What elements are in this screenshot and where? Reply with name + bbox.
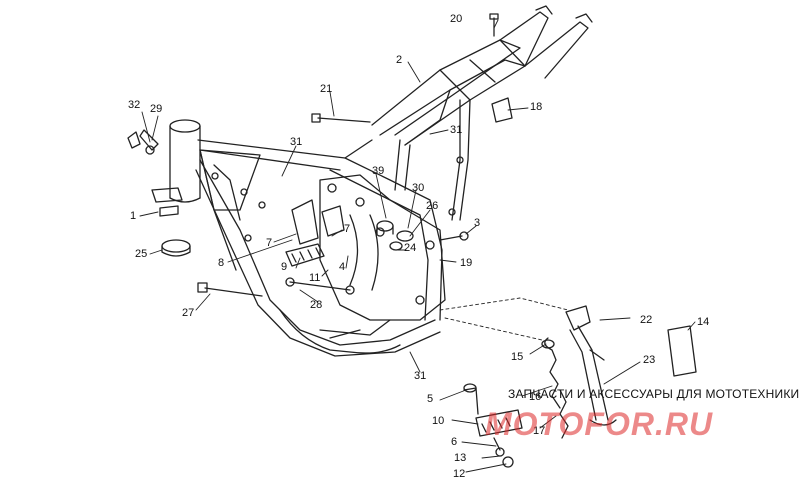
rubber-pad-25 [161,239,191,257]
callout-3: 3 [474,217,481,229]
bolt-21 [311,113,371,123]
callout-39: 39 [372,165,385,177]
callout-32: 32 [128,99,141,111]
callout-31-bottom: 31 [414,370,427,382]
callout-16: 16 [529,391,542,403]
callout-25: 25 [135,248,148,260]
callout-31-top: 31 [450,124,463,136]
callout-29: 29 [150,103,163,115]
steering-lock-parts [127,129,159,155]
spacers [376,220,414,251]
callout-9: 9 [281,261,288,273]
leader-dashed-lines [439,297,569,341]
callout-13: 13 [454,452,467,464]
callout-11: 11 [309,272,321,284]
callout-1: 1 [130,210,137,222]
callout-7-left: 7 [266,237,273,249]
callout-14: 14 [697,316,710,328]
callout-2: 2 [396,54,403,66]
callout-27: 27 [182,307,195,319]
bolt-20 [489,13,499,37]
callout-4: 4 [339,261,346,273]
callout-21: 21 [320,83,333,95]
callout-15: 15 [511,351,524,363]
callout-10: 10 [432,415,445,427]
watermark-tagline: ЗАПЧАСТИ И АКСЕССУАРЫ ДЛЯ МОТОТЕХНИКИ [508,387,800,401]
side-stand-23 [565,305,617,426]
callout-30: 30 [412,182,425,194]
bracket-18 [491,97,513,123]
stand-rubber-14 [667,325,697,377]
callout-22: 22 [640,314,653,326]
bolt-27 [197,282,263,297]
watermark-logo: MOTOFOR.RU [485,406,714,442]
engine-mount-plate [319,174,446,321]
bolt-3 [439,231,469,241]
leader-lines [139,19,696,473]
bracket-1 [151,187,183,217]
callout-28: 28 [310,299,323,311]
footrest-assembly [463,383,523,468]
footpeg-9 [285,243,325,267]
bracket-7 [291,199,345,245]
bolt-28 [285,277,351,291]
rear-subframe [371,5,593,221]
callout-20: 20 [450,13,463,25]
callout-31-left: 31 [290,136,303,148]
callout-19: 19 [460,257,473,269]
steering-head-tube [169,119,201,203]
callout-24: 24 [404,242,417,254]
callout-26: 26 [426,200,439,212]
callout-12: 12 [453,468,466,480]
callout-17: 17 [533,425,546,437]
callout-7-right: 7 [344,223,351,235]
main-frame [195,139,443,357]
springs [541,337,569,439]
callout-5: 5 [427,393,434,405]
callout-6: 6 [451,436,458,448]
callout-8: 8 [218,257,225,269]
callout-18: 18 [530,101,543,113]
callout-23: 23 [643,354,656,366]
